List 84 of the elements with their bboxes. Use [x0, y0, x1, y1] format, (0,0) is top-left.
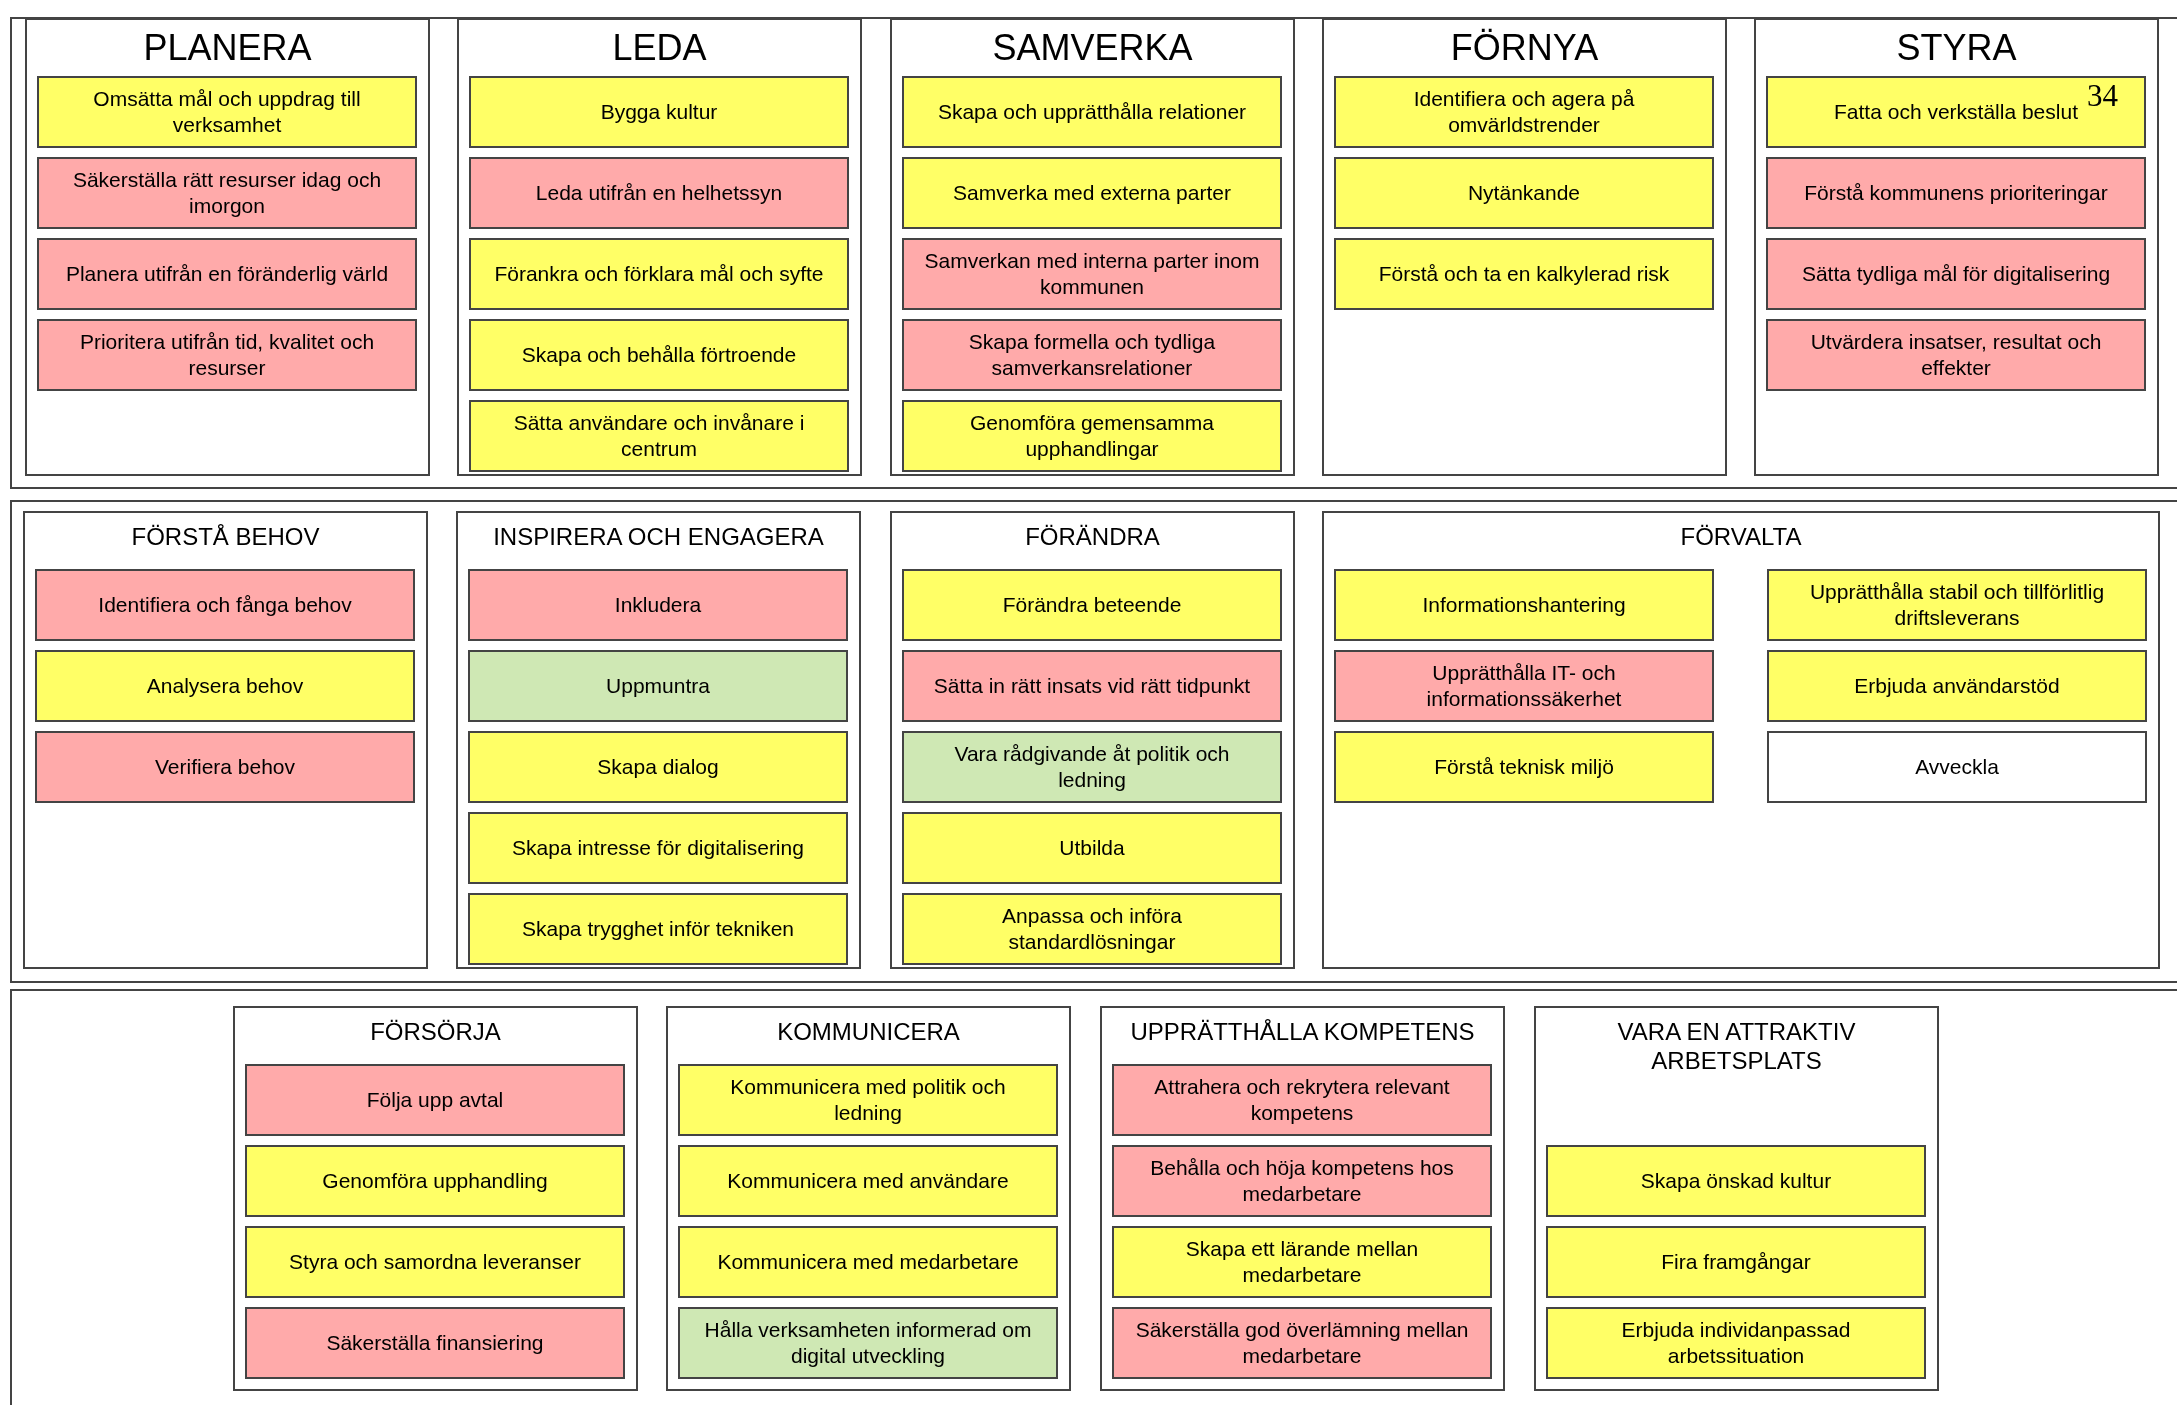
- activity-box: Skapa formella och tydliga samverkansrelationer: [902, 319, 1282, 391]
- activity-box: Förändra beteende: [902, 569, 1282, 641]
- activity-box: Prioritera utifrån tid, kvalitet och resurser: [37, 319, 417, 391]
- activity-box: Inkludera: [468, 569, 848, 641]
- activity-box: Skapa ett lärande mellan medarbetare: [1112, 1226, 1492, 1298]
- activity-box: Styra och samordna leveranser: [245, 1226, 625, 1298]
- category-heading: FÖRVALTA: [1679, 523, 1803, 552]
- category-panel: [25, 18, 430, 476]
- band-panel: [10, 17, 2177, 489]
- category-panel: [1754, 18, 2159, 476]
- activity-box: Kommunicera med användare: [678, 1145, 1058, 1217]
- activity-box: Skapa och behålla förtroende: [469, 319, 849, 391]
- activity-box: Sätta tydliga mål för digitalisering: [1766, 238, 2146, 310]
- activity-box: Säkerställa rätt resurser idag och imorgon: [37, 157, 417, 229]
- activity-box: Sätta användare och invånare i centrum: [469, 400, 849, 472]
- activity-box: Verifiera behov: [35, 731, 415, 803]
- category-panel: [457, 18, 862, 476]
- category-panel: [890, 18, 1295, 476]
- category-heading: FÖRNYA: [1449, 26, 1600, 70]
- activity-box: Förstå teknisk miljö: [1334, 731, 1714, 803]
- category-panel: [890, 511, 1295, 969]
- activity-box: Uppmuntra: [468, 650, 848, 722]
- category-heading: LEDA: [611, 26, 708, 70]
- category-heading: STYRA: [1895, 26, 2018, 70]
- activity-box: Genomföra upphandling: [245, 1145, 625, 1217]
- activity-box: Attrahera och rekrytera relevant kompetens: [1112, 1064, 1492, 1136]
- activity-box: Utvärdera insatser, resultat och effekter: [1766, 319, 2146, 391]
- activity-box: Skapa intresse för digitalisering: [468, 812, 848, 884]
- activity-box: Analysera behov: [35, 650, 415, 722]
- category-panel: [1534, 1006, 1939, 1391]
- activity-box: Erbjuda användarstöd: [1767, 650, 2147, 722]
- activity-box: Upprätthålla stabil och tillförlitlig driftsleverans: [1767, 569, 2147, 641]
- activity-box: Utbilda: [902, 812, 1282, 884]
- category-heading: FÖRSÖRJA: [369, 1018, 502, 1047]
- category-panel: [1100, 1006, 1505, 1391]
- activity-box: Skapa dialog: [468, 731, 848, 803]
- activity-box: Anpassa och införa standardlösningar: [902, 893, 1282, 965]
- activity-box: Kommunicera med medarbetare: [678, 1226, 1058, 1298]
- activity-box: Identifiera och agera på omvärldstrender: [1334, 76, 1714, 148]
- category-panel: [1322, 511, 2160, 969]
- activity-box: Erbjuda individanpassad arbetssituation: [1546, 1307, 1926, 1379]
- activity-box: Förstå kommunens prioriteringar: [1766, 157, 2146, 229]
- activity-box: Säkerställa finansiering: [245, 1307, 625, 1379]
- activity-box: Skapa och upprätthålla relationer: [902, 76, 1282, 148]
- activity-box: Bygga kultur: [469, 76, 849, 148]
- activity-box: Omsätta mål och uppdrag till verksamhet: [37, 76, 417, 148]
- category-heading: FÖRSTÅ BEHOV: [130, 523, 321, 552]
- activity-box: Identifiera och fånga behov: [35, 569, 415, 641]
- activity-box: Kommunicera med politik och ledning: [678, 1064, 1058, 1136]
- category-heading: UPPRÄTTHÅLLA KOMPETENS: [1129, 1018, 1476, 1047]
- activity-box: Informationshantering: [1334, 569, 1714, 641]
- activity-box: Behålla och höja kompetens hos medarbetare: [1112, 1145, 1492, 1217]
- activity-box: Planera utifrån en föränderlig värld: [37, 238, 417, 310]
- activity-box: Leda utifrån en helhetssyn: [469, 157, 849, 229]
- activity-box: Upprätthålla IT- och informationssäkerhet: [1334, 650, 1714, 722]
- category-heading: INSPIRERA OCH ENGAGERA: [492, 523, 825, 552]
- category-panel: [666, 1006, 1071, 1391]
- activity-box: Förstå och ta en kalkylerad risk: [1334, 238, 1714, 310]
- category-heading: FÖRÄNDRA: [1024, 523, 1161, 552]
- category-panel: [23, 511, 428, 969]
- activity-box: Vara rådgivande åt politik och ledning: [902, 731, 1282, 803]
- activity-box: Skapa trygghet inför tekniken: [468, 893, 848, 965]
- activity-box: Avveckla: [1767, 731, 2147, 803]
- activity-box: Förankra och förklara mål och syfte: [469, 238, 849, 310]
- category-heading: PLANERA: [142, 26, 313, 70]
- activity-box: Säkerställa god överlämning mellan medarbetare: [1112, 1307, 1492, 1379]
- activity-box: Hålla verksamheten informerad om digital utveckling: [678, 1307, 1058, 1379]
- band-panel: [10, 500, 2177, 983]
- category-panel: [456, 511, 861, 969]
- band-panel: [10, 989, 2177, 1405]
- activity-box: Genomföra gemensamma upphandlingar: [902, 400, 1282, 472]
- page-number: 34: [2087, 78, 2118, 114]
- category-panel: [233, 1006, 638, 1391]
- activity-box: Skapa önskad kultur: [1546, 1145, 1926, 1217]
- category-panel: [1322, 18, 1727, 476]
- activity-box: Samverka med externa parter: [902, 157, 1282, 229]
- activity-box: Följa upp avtal: [245, 1064, 625, 1136]
- category-heading: SAMVERKA: [991, 26, 1194, 70]
- activity-box: Fira framgångar: [1546, 1226, 1926, 1298]
- category-heading: VARA EN ATTRAKTIV ARBETSPLATS: [1616, 1018, 1857, 1076]
- activity-box: Nytänkande: [1334, 157, 1714, 229]
- activity-box: Samverkan med interna parter inom kommunen: [902, 238, 1282, 310]
- activity-box: Sätta in rätt insats vid rätt tidpunkt: [902, 650, 1282, 722]
- category-heading: KOMMUNICERA: [776, 1018, 961, 1047]
